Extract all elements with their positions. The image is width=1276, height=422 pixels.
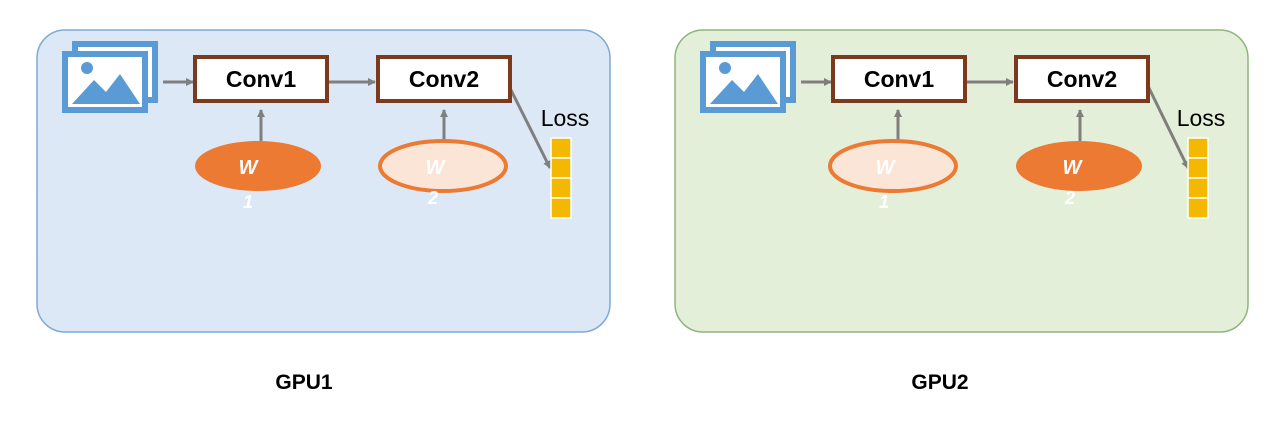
conv2-box: Conv2 [1014,55,1150,103]
conv1-box: Conv1 [193,55,329,103]
image-stack-icon [62,41,158,113]
weight-w2-symbol: W [1063,157,1084,179]
weight-w2-symbol: W [426,157,447,179]
weight-w2: W 2 [1016,141,1142,208]
conv2-box: Conv2 [376,55,512,103]
loss-label: Loss [541,105,590,131]
image-stack-icon [700,41,796,113]
weight-w1: W 1 [195,141,321,212]
weight-w1-symbol: W [239,157,260,179]
conv1-box: Conv1 [831,55,967,103]
conv2-label: Conv2 [409,66,479,92]
gpu1-panel: Conv1 Conv2 W 1 W 2 Loss GPU1 [36,29,611,394]
arrow-conv2-to-loss [1146,85,1190,169]
weight-w1-symbol: W [876,157,897,179]
loss-vector [1187,137,1209,219]
gpu2-panel: Conv1 Conv2 W 1 W 2 Loss GPU2 [674,29,1249,394]
weight-w1-subscript: 1 [879,192,889,212]
gpu1-label: GPU1 [275,371,333,394]
gpu2-label: GPU2 [911,371,968,394]
gpu2-panel-background [674,29,1249,333]
weight-w1: W 1 [828,139,958,212]
loss-label: Loss [1177,105,1226,131]
loss-vector [550,137,572,219]
weight-w2-subscript: 2 [1064,188,1075,208]
conv1-label: Conv1 [864,66,935,92]
weight-w2: W 2 [378,139,508,208]
conv2-label: Conv2 [1047,66,1117,92]
weight-w1-subscript: 1 [243,192,253,212]
weight-w2-subscript: 2 [427,188,438,208]
conv1-label: Conv1 [226,66,297,92]
gpu1-panel-background [36,29,611,333]
arrow-conv2-to-loss [507,85,552,169]
